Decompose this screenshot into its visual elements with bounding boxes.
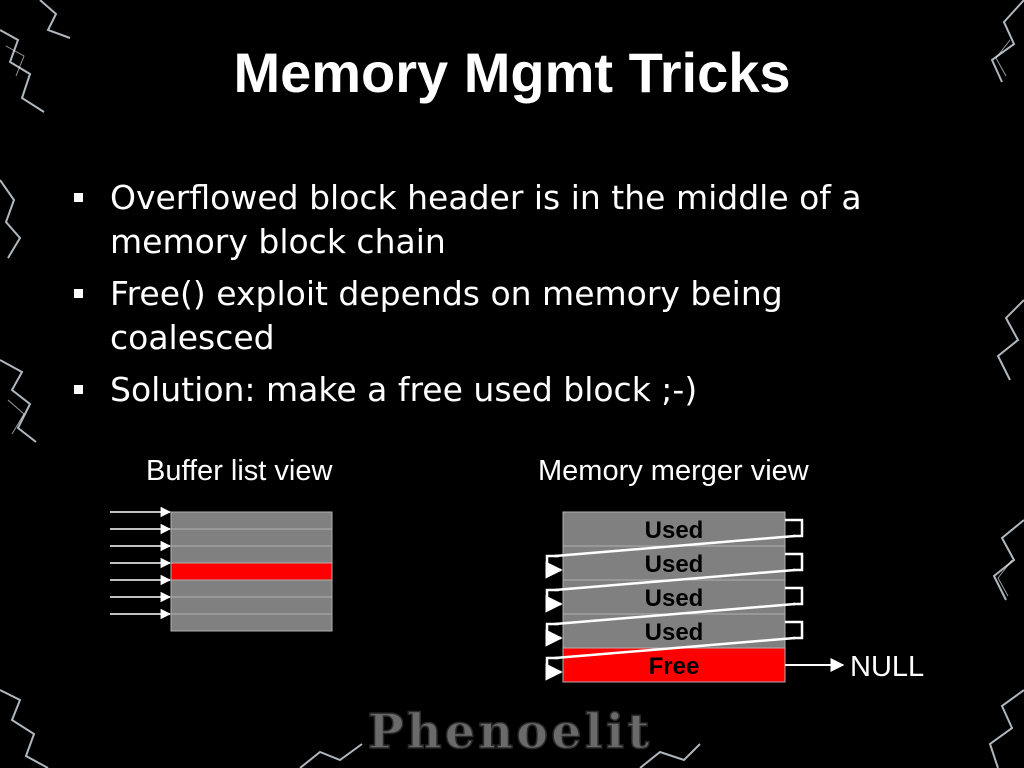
buffer-row <box>170 579 333 598</box>
prev-pointer-arrow <box>545 554 563 579</box>
next-pointer-stub <box>785 586 804 606</box>
null-label: NULL <box>850 651 924 683</box>
memory-merger-caption: Memory merger view <box>538 455 809 487</box>
bullet-text: Overflowed block header is in the middle… <box>110 178 862 261</box>
buffer-row <box>170 511 333 530</box>
memory-block-label: Used <box>645 517 704 544</box>
chain-link-line <box>554 534 796 558</box>
bullet-text: Free() exploit depends on memory being c… <box>110 274 783 357</box>
bullet-list: Overflowed block header is in the middle… <box>72 176 952 420</box>
buffer-row <box>170 613 333 632</box>
buffer-row <box>170 545 333 564</box>
next-pointer-stub <box>785 518 804 538</box>
buffer-row <box>170 528 333 547</box>
slide-title: Memory Mgmt Tricks <box>233 41 791 104</box>
phenoelit-logo: Phenoelit <box>368 704 653 760</box>
buffer-list-caption: Buffer list view <box>146 455 333 487</box>
square-bullet-icon <box>74 193 83 202</box>
square-bullet-icon <box>74 289 83 298</box>
chain-link-line <box>554 636 796 660</box>
buffer-list-diagram <box>110 506 333 632</box>
memory-block-label: Used <box>645 551 704 578</box>
next-pointer-stub <box>785 620 804 640</box>
square-bullet-icon <box>74 385 83 394</box>
prev-pointer-arrow <box>545 622 563 647</box>
bullet-item: Free() exploit depends on memory being c… <box>72 272 952 360</box>
chain-link-line <box>554 602 796 626</box>
prev-pointer-arrow <box>545 656 563 681</box>
buffer-row <box>170 596 333 615</box>
chain-link-line <box>554 568 796 592</box>
memory-block-label: Free <box>649 653 700 680</box>
bullet-item: Solution: make a free used block ;-) <box>72 368 952 412</box>
memory-block-label: Used <box>645 585 704 612</box>
next-pointer-stub <box>785 552 804 572</box>
buffer-row-highlighted <box>170 562 333 581</box>
bullet-text: Solution: make a free used block ;-) <box>110 370 698 409</box>
prev-pointer-arrow <box>545 588 563 613</box>
memory-block-label: Used <box>645 619 704 646</box>
bullet-item: Overflowed block header is in the middle… <box>72 176 952 264</box>
